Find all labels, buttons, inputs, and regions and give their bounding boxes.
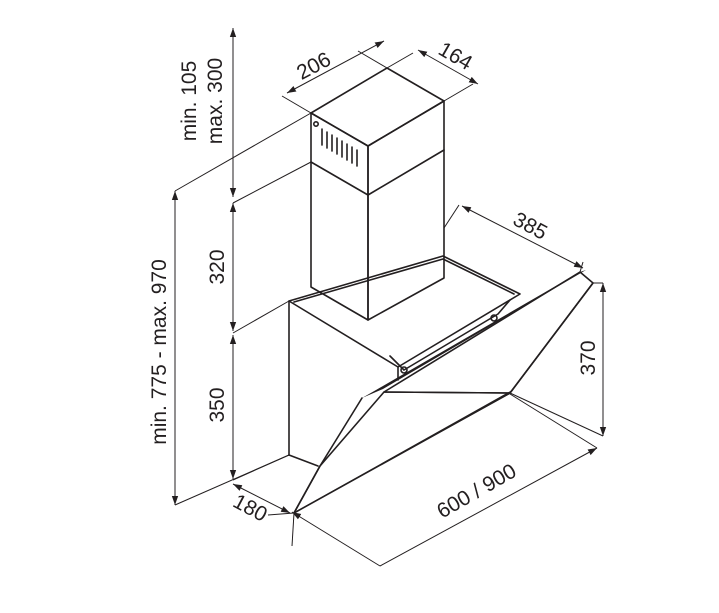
glass-front-edge bbox=[509, 282, 594, 394]
hood-body bbox=[288, 255, 594, 514]
hood-bottom-left-edge bbox=[288, 454, 319, 467]
glass-left-edge bbox=[293, 397, 363, 514]
hood-screw-left bbox=[400, 366, 408, 374]
glass-bottom-edge bbox=[294, 389, 514, 513]
chimney-top-face bbox=[310, 67, 445, 147]
chimney bbox=[310, 67, 445, 321]
label-glass-depth: 385 bbox=[509, 208, 551, 245]
dimension-labels: 206 164 min. 105 max. 300 min. 775 - max… bbox=[148, 38, 600, 527]
dim-line-width bbox=[291, 511, 381, 567]
dim-line-glass-depth bbox=[461, 205, 584, 269]
hood-top-face bbox=[288, 255, 521, 368]
label-chimney-max: max. 300 bbox=[204, 58, 227, 144]
chimney-joint-side bbox=[367, 149, 445, 196]
vent-slots bbox=[321, 128, 358, 167]
label-glass-height: 370 bbox=[577, 340, 600, 375]
label-chimney-depth: 164 bbox=[434, 38, 476, 76]
chimney-screw bbox=[312, 121, 319, 128]
chimney-joint-front bbox=[310, 161, 369, 196]
label-upper-chimney-height: 320 bbox=[206, 249, 229, 284]
label-chimney-width: 206 bbox=[293, 48, 335, 85]
hood-top-rim bbox=[293, 258, 515, 303]
dim-line-chimney-width bbox=[286, 40, 385, 94]
dim-line-chimney-depth bbox=[417, 49, 479, 85]
label-body-depth: 180 bbox=[229, 490, 271, 527]
chimney-side-face bbox=[367, 100, 445, 321]
dim-line-body-depth bbox=[232, 483, 291, 514]
hood-screw-right bbox=[490, 314, 498, 322]
dimension-lines bbox=[171, 28, 607, 567]
hood-bracket bbox=[389, 299, 511, 371]
label-chimney-min: min. 105 bbox=[178, 61, 201, 142]
glass-thick-edge bbox=[362, 270, 586, 398]
label-body-height: 350 bbox=[206, 387, 229, 422]
label-overall-height: min. 775 - max. 970 bbox=[148, 259, 171, 445]
glass-panel bbox=[383, 271, 594, 394]
extension-lines bbox=[174, 50, 604, 547]
